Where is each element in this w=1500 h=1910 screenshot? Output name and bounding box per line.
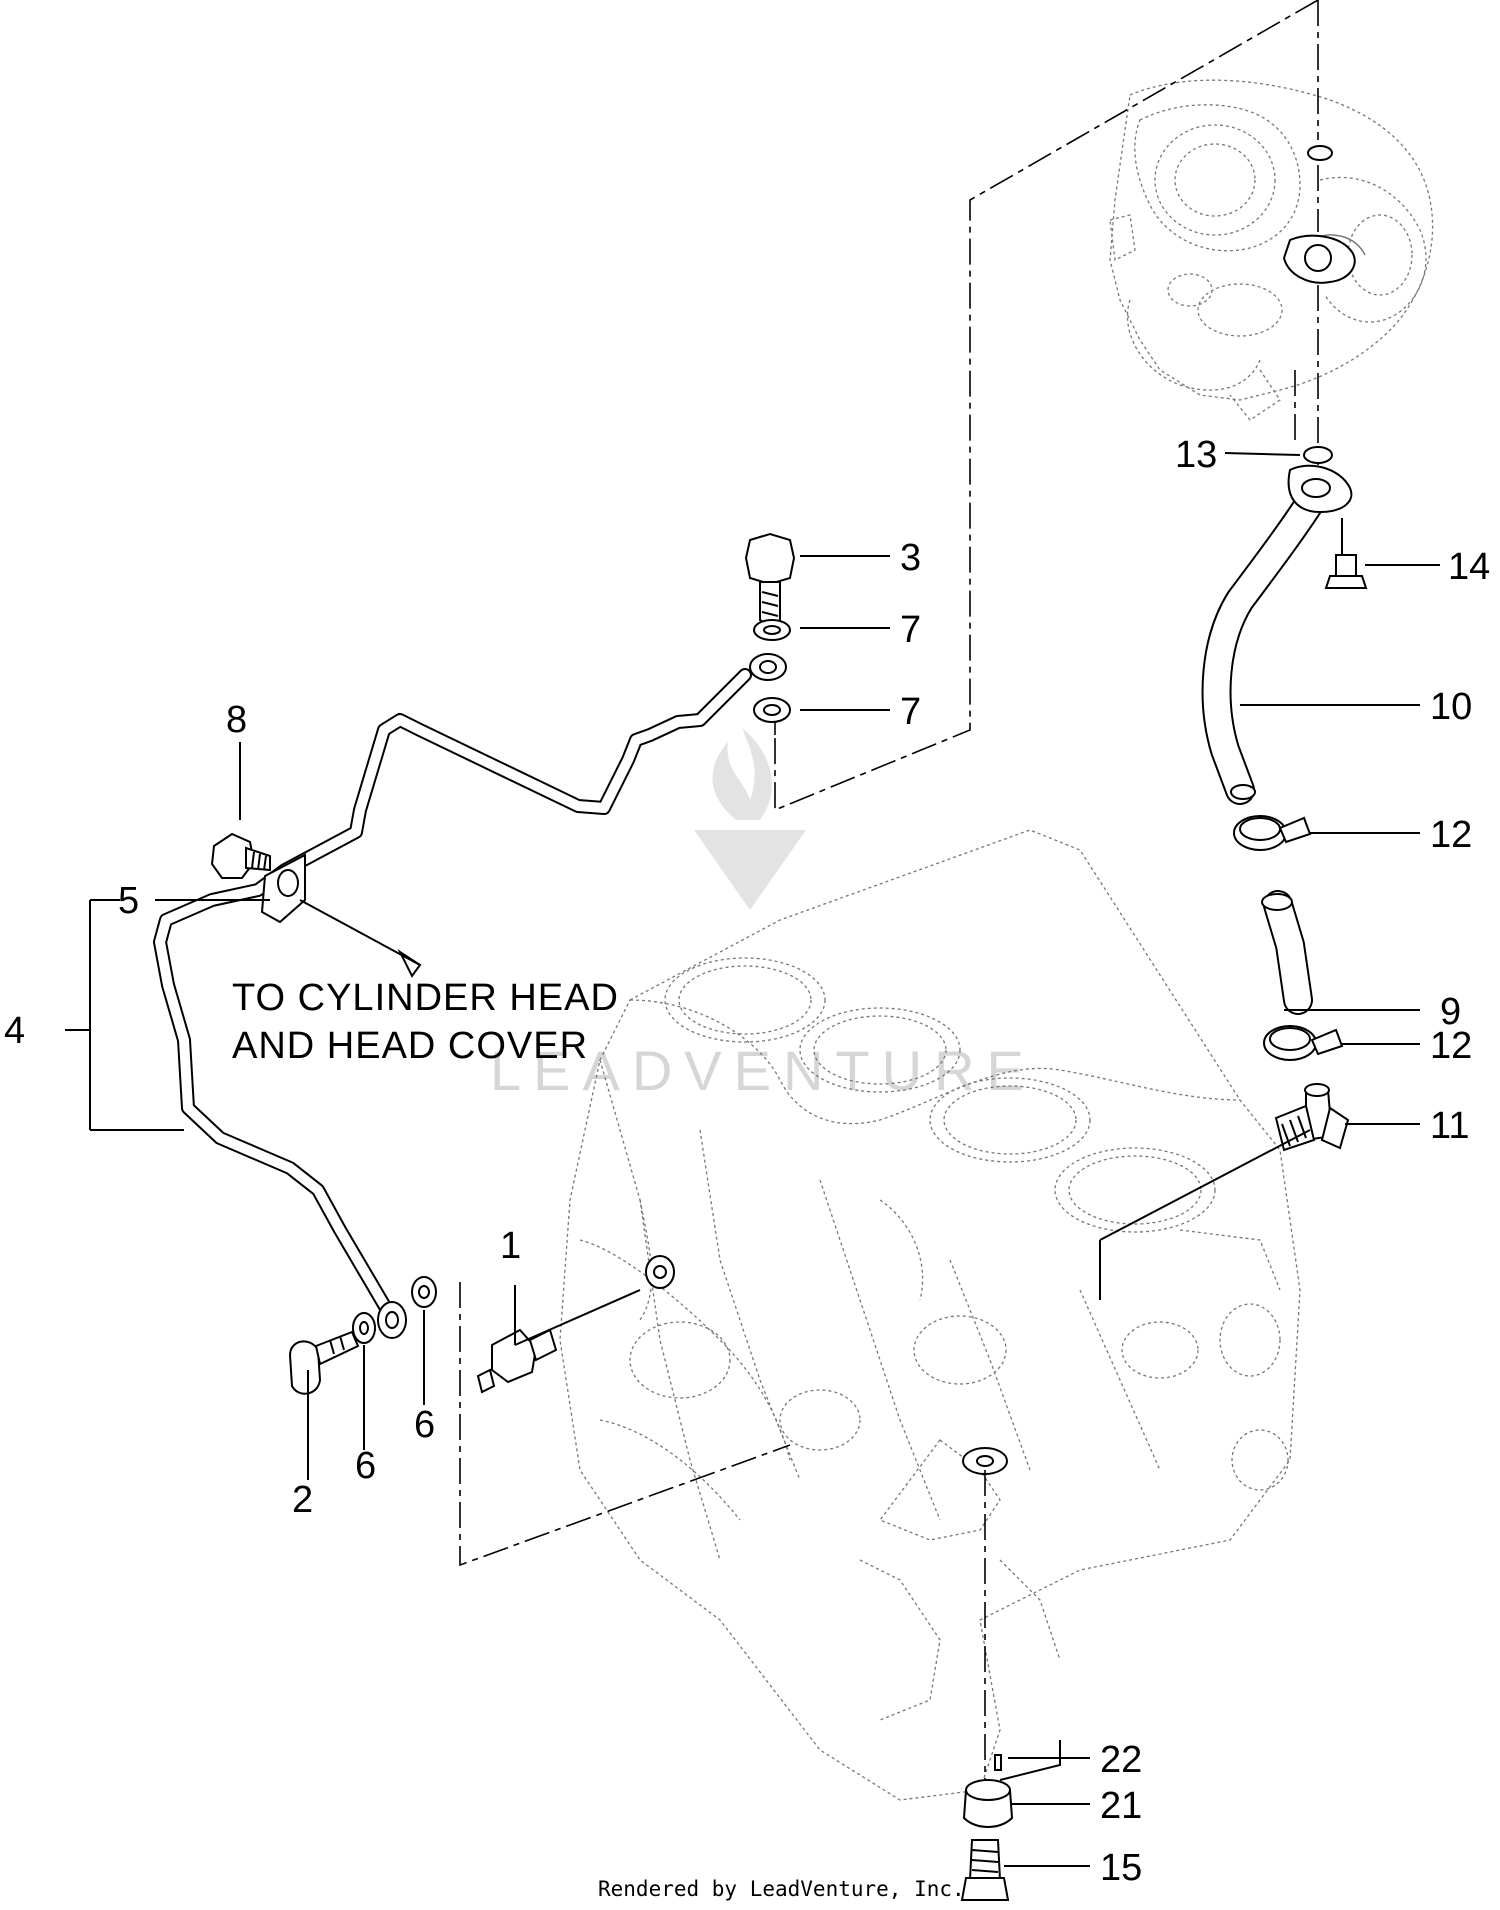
callout-13: 13 [1175,434,1217,476]
washer-6-b [411,1276,437,1308]
callout-11: 11 [1430,1105,1469,1147]
callout-2: 2 [292,1479,313,1521]
note-line-2: AND HEAD COVER [232,1025,588,1067]
elbow-fitting-11 [1274,1083,1350,1152]
callout-7b: 7 [900,691,921,733]
drain-plug-15 [960,1839,1010,1901]
callout-12a: 12 [1430,814,1472,856]
callout-6b: 6 [414,1404,435,1446]
callout-8: 8 [226,699,247,741]
washer-6-a [352,1312,376,1344]
turbocharger-ghost [1109,79,1434,421]
oil-return-pipe-10 [1201,464,1353,805]
render-credit: Rendered by LeadVenture, Inc. [598,1877,965,1901]
callout-10: 10 [1430,686,1472,728]
callout-14: 14 [1448,546,1490,588]
callout-15: 15 [1100,1847,1142,1889]
bolt-2 [288,1330,360,1395]
callout-22: 22 [1100,1739,1142,1781]
engine-block-ghost [559,829,1301,1801]
bolt-14 [1324,518,1368,589]
washer-7-lower [753,697,791,723]
collar-21 [962,1779,1014,1828]
callout-5: 5 [118,880,139,922]
bolt-8 [210,832,271,879]
oil-feed-pipe [153,653,787,1339]
oil-pressure-switch-1 [476,1328,558,1394]
hose-9 [1261,890,1313,1015]
bolt-3 [744,532,796,628]
callout-12b: 12 [1430,1025,1472,1067]
note-line-1: TO CYLINDER HEAD [232,977,619,1019]
callout-7a: 7 [900,609,921,651]
hose-clamp-12-lower [1263,1025,1344,1061]
phantom-lines [459,0,1319,1810]
callout-6a: 6 [355,1445,376,1487]
callout-3: 3 [900,537,921,579]
callout-1: 1 [500,1225,521,1267]
routing-note: TO CYLINDER HEAD AND HEAD COVER [232,977,619,1067]
callout-labels: 1 2 3 4 5 6 6 7 7 8 9 10 11 12 12 13 14 … [4,434,1490,1889]
callout-21: 21 [1100,1785,1142,1827]
hose-clamp-12-upper [1233,815,1312,851]
callout-9: 9 [1440,991,1461,1033]
pin-22 [994,1740,1061,1781]
washer-7-upper [753,619,791,641]
leader-lines [65,452,1440,1867]
callout-4: 4 [4,1010,25,1052]
o-ring-13 [1303,446,1333,464]
small-parts [210,446,1368,1901]
